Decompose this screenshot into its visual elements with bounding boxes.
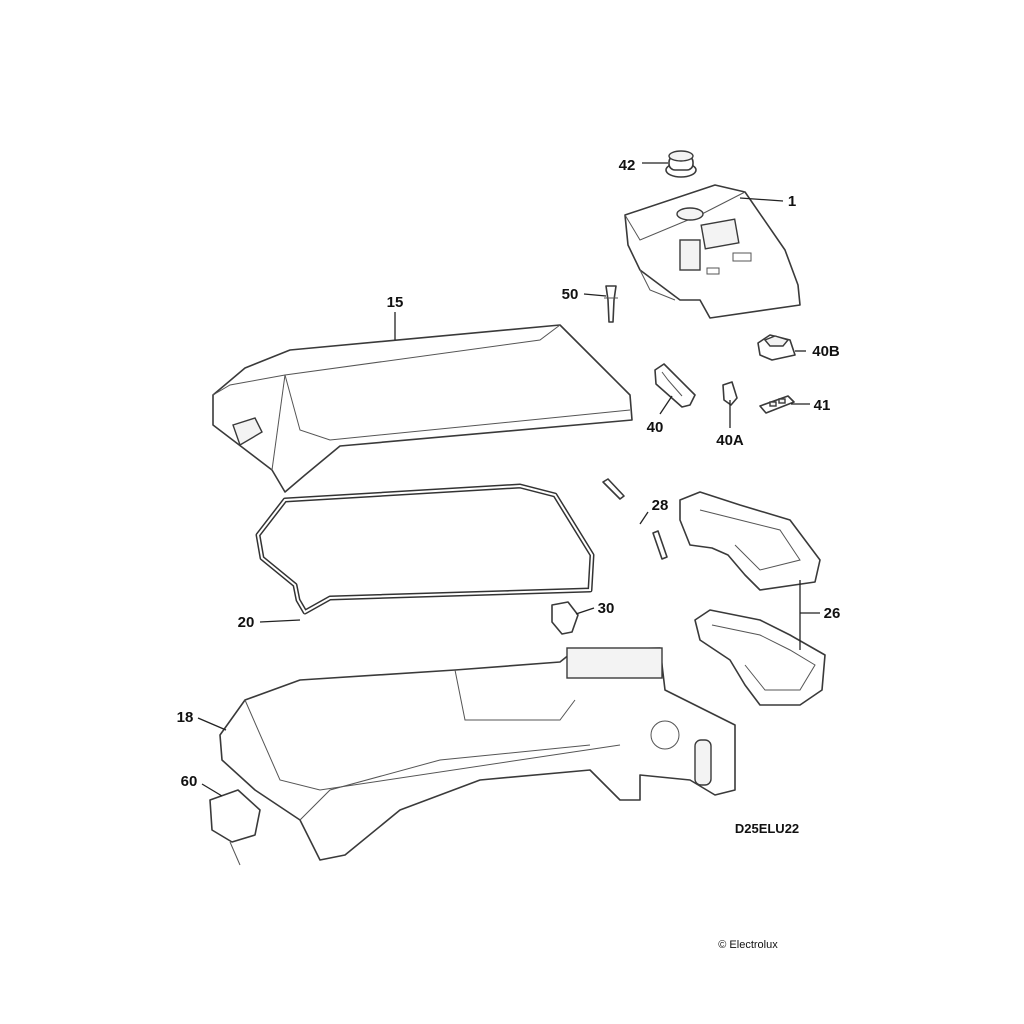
callout-41: 41 [814,397,831,414]
part-26-dispenser-lower [694,609,826,706]
callout-18: 18 [177,709,194,726]
callout-1: 1 [788,193,796,210]
part-40-button-strip [654,363,696,408]
drawing-code: D25ELU22 [735,821,799,836]
part-18-housing [219,647,736,861]
part-30-clip [551,601,579,635]
leader-lines [197,162,820,797]
part-20-gasket [255,483,595,615]
callout-30: 30 [598,600,615,617]
callout-40: 40 [647,419,664,436]
part-15-lid [212,324,633,493]
callout-50: 50 [562,286,579,303]
copyright-notice: © Electrolux [718,939,778,951]
callout-42: 42 [619,157,636,174]
part-40a-button [722,381,738,406]
callout-28: 28 [652,497,669,514]
part-42-knob [665,150,697,178]
part-26-dispenser-upper [679,491,821,591]
callout-40b: 40B [812,343,840,360]
callout-26: 26 [824,605,841,622]
part-41-button [759,395,795,414]
part-1-control-panel [624,184,801,319]
callout-40a: 40A [716,432,744,449]
callout-20: 20 [238,614,255,631]
callout-60: 60 [181,773,198,790]
part-60-switch [209,789,261,866]
part-50-screw [604,285,618,323]
callout-15: 15 [387,294,404,311]
part-28-pins [602,478,668,560]
part-40b-button [757,334,796,361]
